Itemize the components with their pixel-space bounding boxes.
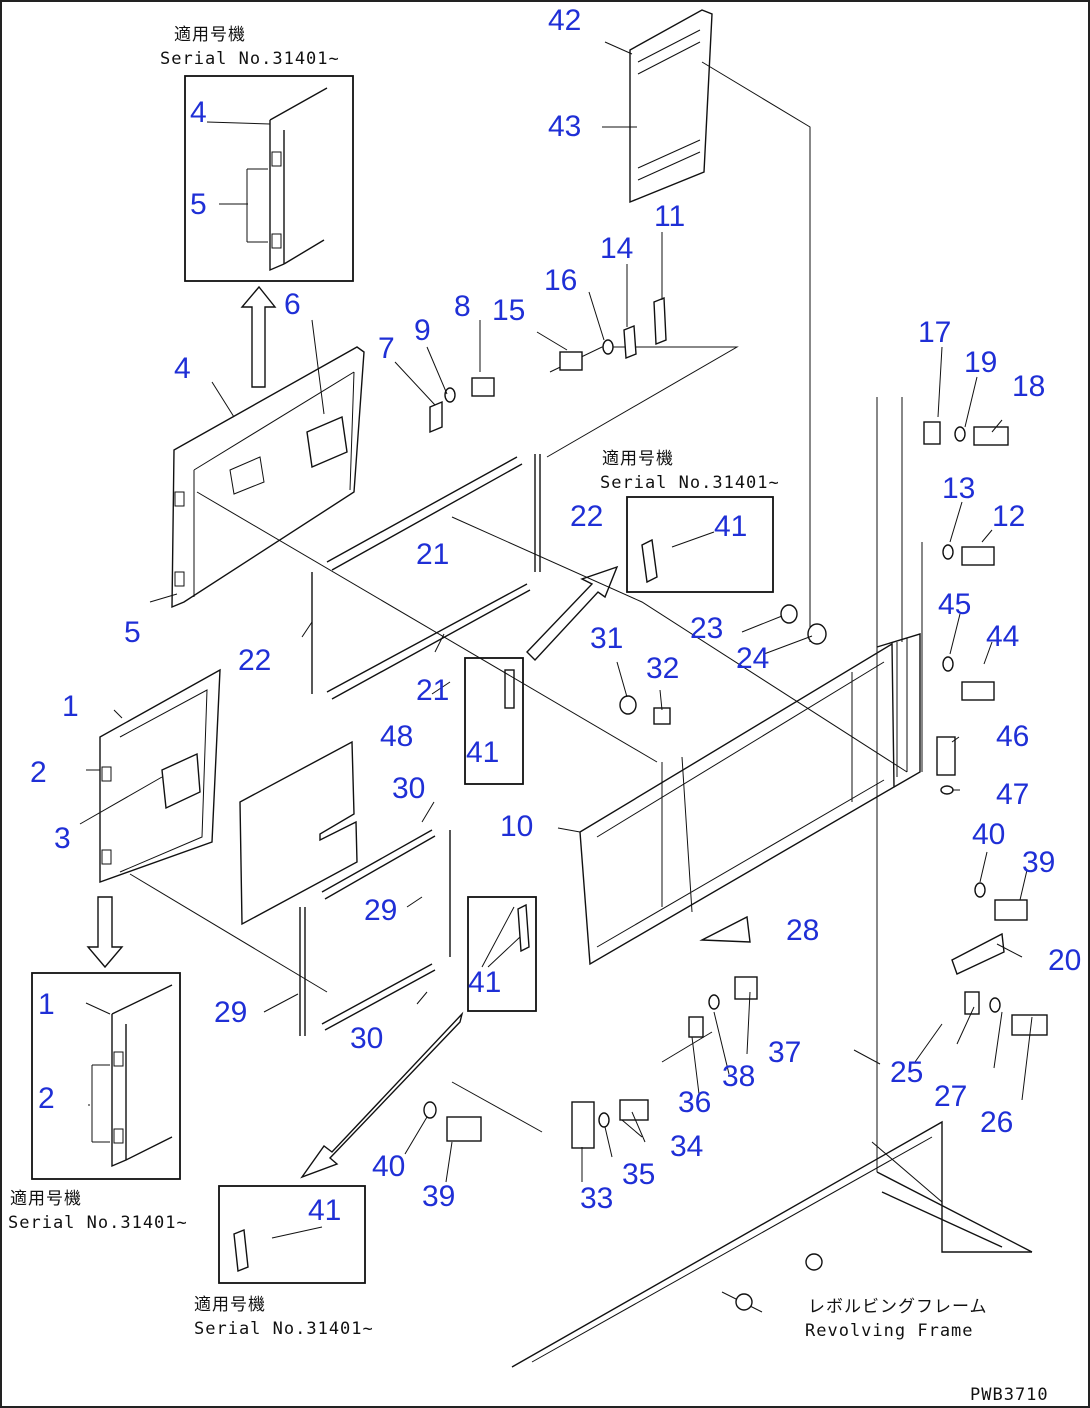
- part-1-door: [99, 668, 221, 883]
- part-label: 7: [378, 332, 395, 365]
- part-label: 41: [468, 966, 501, 999]
- inset-part-41-center: [464, 657, 524, 785]
- part-label: 42: [548, 4, 581, 37]
- part-label: 30: [392, 772, 425, 805]
- serial-note-top-en: Serial No.31401~: [160, 49, 340, 69]
- seal-strips: [299, 454, 541, 1036]
- serial-note-top-jp: 適用号機: [174, 25, 246, 45]
- part-48-pad: [239, 740, 358, 926]
- part-label: 27: [934, 1080, 967, 1113]
- part-4-door: [171, 346, 365, 609]
- serial-note-bottom-jp: 適用号機: [194, 1295, 266, 1315]
- part-label: 12: [992, 500, 1025, 533]
- part-10-frame: [579, 633, 921, 966]
- inset-part-41-bottom: [218, 1185, 366, 1284]
- part-label: 24: [736, 642, 769, 675]
- part-label: 3: [54, 822, 71, 855]
- part-label: 39: [1022, 846, 1055, 879]
- part-label: 22: [238, 644, 271, 677]
- part-label: 2: [30, 756, 47, 789]
- part-label: 38: [722, 1060, 755, 1093]
- part-labels: 42 43 11 14 16 15 8 9 7 6 4 5 4 5 17 19 …: [30, 4, 1081, 1227]
- explode-lines: [129, 61, 923, 1172]
- part-label: 4: [174, 352, 191, 385]
- serial-note-left-jp: 適用号機: [10, 1189, 82, 1209]
- serial-note-right-en: Serial No.31401~: [600, 473, 780, 493]
- part-label: 28: [786, 914, 819, 947]
- part-label: 5: [190, 188, 207, 221]
- part-label: 48: [380, 720, 413, 753]
- part-label: 23: [690, 612, 723, 645]
- serial-note-bottom-en: Serial No.31401~: [194, 1319, 374, 1339]
- part-label: 26: [980, 1106, 1013, 1139]
- part-label: 41: [308, 1194, 341, 1227]
- part-label: 11: [654, 200, 685, 233]
- part-label: 10: [500, 810, 533, 843]
- part-label: 37: [768, 1036, 801, 1069]
- frame-note-en: Revolving Frame: [805, 1321, 974, 1341]
- frame-note-jp: レボルビングフレーム: [808, 1297, 988, 1317]
- part-label: 5: [124, 616, 141, 649]
- part-label: 21: [416, 538, 449, 571]
- inset-part-41-upper: [626, 496, 774, 593]
- inset-door-1: [31, 972, 181, 1180]
- part-label: 1: [38, 988, 55, 1021]
- part-label: 1: [62, 690, 79, 723]
- serial-note-right-jp: 適用号機: [602, 449, 674, 469]
- part-label: 18: [1012, 370, 1045, 403]
- part-label: 34: [670, 1130, 703, 1163]
- part-label: 40: [372, 1150, 405, 1183]
- part-label: 22: [570, 500, 603, 533]
- part-label: 36: [678, 1086, 711, 1119]
- part-label: 6: [284, 288, 301, 321]
- inset-arrows: [86, 285, 619, 1179]
- notes: 適用号機 Serial No.31401~ 適用号機 Serial No.314…: [8, 25, 1049, 1405]
- part-label: 8: [454, 290, 471, 323]
- part-label: 43: [548, 110, 581, 143]
- part-label: 9: [414, 314, 431, 347]
- part-label: 29: [364, 894, 397, 927]
- part-label: 30: [350, 1022, 383, 1055]
- part-label: 15: [492, 294, 525, 327]
- part-label: 13: [942, 472, 975, 505]
- part-label: 46: [996, 720, 1029, 753]
- part-label: 31: [590, 622, 623, 655]
- revolving-frame: [511, 1120, 1033, 1368]
- part-label: 39: [422, 1180, 455, 1213]
- part-label: 20: [1048, 944, 1081, 977]
- part-label: 21: [416, 674, 449, 707]
- part-label: 41: [466, 736, 499, 769]
- part-label: 32: [646, 652, 679, 685]
- part-label: 40: [972, 818, 1005, 851]
- part-label: 33: [580, 1182, 613, 1215]
- part-42-43-cover: [629, 9, 713, 204]
- part-label: 4: [190, 96, 207, 129]
- part-label: 14: [600, 232, 633, 265]
- label-leaders: [79, 41, 1033, 1239]
- part-label: 25: [890, 1056, 923, 1089]
- part-label: 29: [214, 996, 247, 1029]
- part-label: 41: [714, 510, 747, 543]
- part-label: 16: [544, 264, 577, 297]
- part-label: 45: [938, 588, 971, 621]
- hardware-bolts: [423, 296, 1048, 1311]
- part-label: 17: [918, 316, 951, 349]
- serial-note-left-en: Serial No.31401~: [8, 1213, 188, 1233]
- part-label: 35: [622, 1158, 655, 1191]
- drawing-code: PWB3710: [970, 1385, 1049, 1405]
- part-label: 19: [964, 346, 997, 379]
- inset-door-4: [184, 75, 354, 282]
- part-label: 47: [996, 778, 1029, 811]
- part-label: 44: [986, 620, 1019, 653]
- part-label: 2: [38, 1082, 55, 1115]
